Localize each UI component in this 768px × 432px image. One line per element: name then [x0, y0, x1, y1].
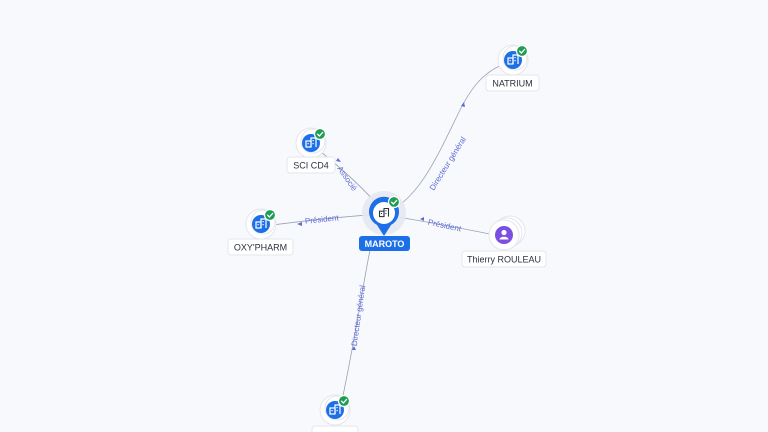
edge-label-sci-cd4: Associé: [335, 165, 359, 194]
arrow-sci-cd4: [336, 158, 341, 162]
svg-text:OXY'PHARM: OXY'PHARM: [234, 243, 287, 253]
arrow-thierry: [420, 217, 424, 221]
verified-check-icon: [313, 127, 327, 141]
building-icon: [378, 207, 390, 218]
edge-maroto-natrium: [384, 61, 511, 214]
node-label-bottom-company: [311, 425, 359, 432]
node-thierry-rouleau[interactable]: [488, 215, 526, 251]
node-label-thierry-rouleau: Thierry ROULEAU: [461, 250, 547, 268]
verified-check-icon: [337, 394, 351, 408]
edge-label-thierry: Président: [427, 218, 463, 234]
node-label-natrium: NATRIUM: [485, 74, 540, 92]
verified-check-icon: [387, 195, 401, 209]
edge-maroto-bottom: [339, 249, 371, 411]
node-natrium[interactable]: [497, 44, 529, 76]
node-bottom-company[interactable]: [319, 394, 351, 426]
node-maroto[interactable]: [362, 191, 406, 236]
arrow-natrium: [461, 102, 465, 107]
verified-check-icon: [515, 44, 529, 58]
verified-check-icon: [263, 208, 277, 222]
edge-label-natrium: Directeur général: [428, 135, 468, 192]
svg-text:SCI CD4: SCI CD4: [293, 161, 329, 171]
node-label-maroto: MAROTO: [359, 236, 410, 251]
node-label-oxy-pharm: OXY'PHARM: [227, 238, 294, 256]
edge-label-bottom: Directeur général: [350, 284, 367, 346]
edge-label-oxy-pharm: Président: [304, 213, 339, 226]
svg-text:NATRIUM: NATRIUM: [492, 79, 532, 89]
svg-text:MAROTO: MAROTO: [365, 239, 405, 249]
node-oxy-pharm[interactable]: [245, 208, 277, 240]
node-sci-cd4[interactable]: [295, 127, 327, 159]
person-icon: [499, 229, 509, 240]
arrow-bottom: [352, 346, 356, 350]
node-label-sci-cd4: SCI CD4: [286, 156, 336, 174]
svg-text:Thierry ROULEAU: Thierry ROULEAU: [467, 255, 541, 265]
arrow-oxy-pharm: [297, 222, 302, 226]
